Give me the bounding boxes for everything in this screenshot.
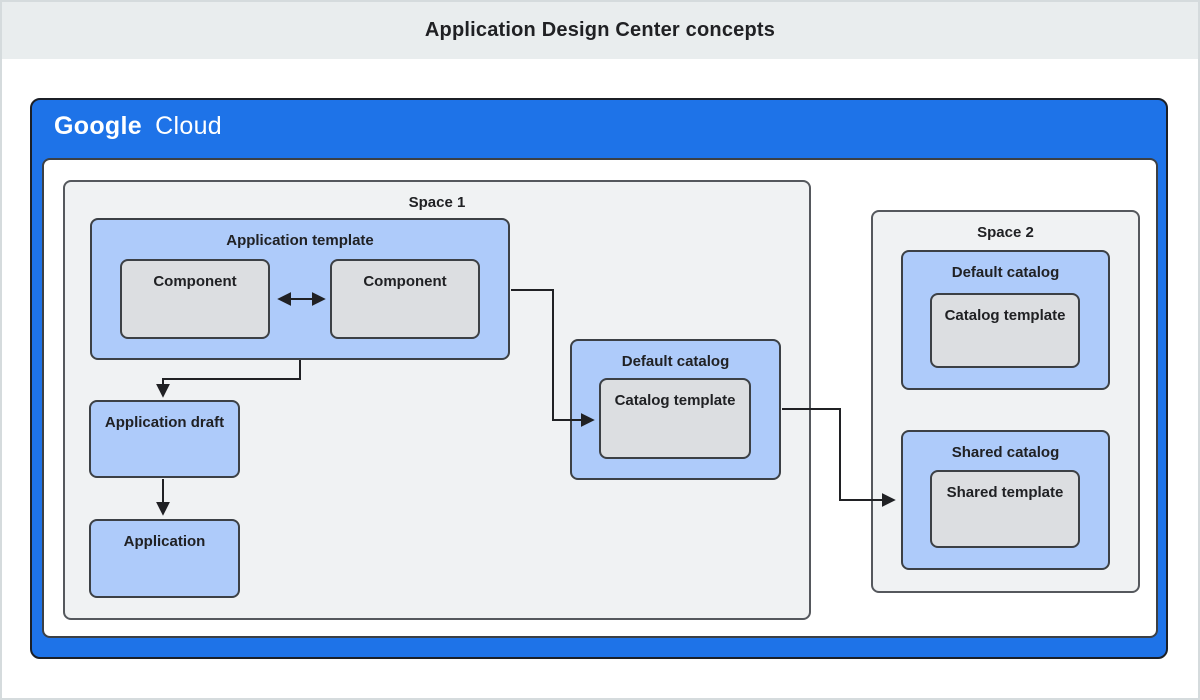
component-right-box: Component xyxy=(330,259,480,339)
application-template-box: Application template Component Component xyxy=(90,218,510,360)
application-label: Application xyxy=(123,533,206,550)
component-left-label: Component xyxy=(153,273,237,290)
space2-default-catalog-box: Default catalog Catalog template xyxy=(901,250,1110,390)
space2-shared-catalog-box: Shared catalog Shared template xyxy=(901,430,1110,570)
space1-default-catalog-label: Default catalog xyxy=(621,353,730,370)
space-2-label: Space 2 xyxy=(977,224,1034,241)
application-draft-box: Application draft xyxy=(89,400,240,478)
space1-catalog-template-box: Catalog template xyxy=(599,378,751,459)
space-1-label: Space 1 xyxy=(408,194,466,211)
space1-default-catalog-box: Default catalog Catalog template xyxy=(570,339,781,480)
space2-shared-template-box: Shared template xyxy=(930,470,1080,548)
component-left-box: Component xyxy=(120,259,270,339)
space1-catalog-template-label: Catalog template xyxy=(614,392,736,409)
application-template-label: Application template xyxy=(226,232,374,249)
page-title: Application Design Center concepts xyxy=(424,19,776,41)
component-right-label: Component xyxy=(363,273,447,290)
space-2: Space 2 Default catalog Catalog template… xyxy=(871,210,1140,593)
space2-shared-template-label: Shared template xyxy=(946,484,1064,501)
google-cloud-container: Google Cloud Space 1 Application templat… xyxy=(30,98,1168,659)
cloud-wordmark: Cloud xyxy=(155,112,222,140)
space2-default-catalog-label: Default catalog xyxy=(951,264,1060,281)
title-banner: Application Design Center concepts xyxy=(2,2,1198,59)
space2-catalog-template-box: Catalog template xyxy=(930,293,1080,368)
space-1: Space 1 Application template Component C… xyxy=(63,180,811,620)
space2-catalog-template-label: Catalog template xyxy=(944,307,1066,324)
google-cloud-logo: Google Cloud xyxy=(54,112,222,141)
application-draft-label: Application draft xyxy=(104,414,225,431)
space2-shared-catalog-label: Shared catalog xyxy=(951,444,1060,461)
google-wordmark: Google xyxy=(54,112,142,140)
application-box: Application xyxy=(89,519,240,598)
project-container: Space 1 Application template Component C… xyxy=(42,158,1158,638)
